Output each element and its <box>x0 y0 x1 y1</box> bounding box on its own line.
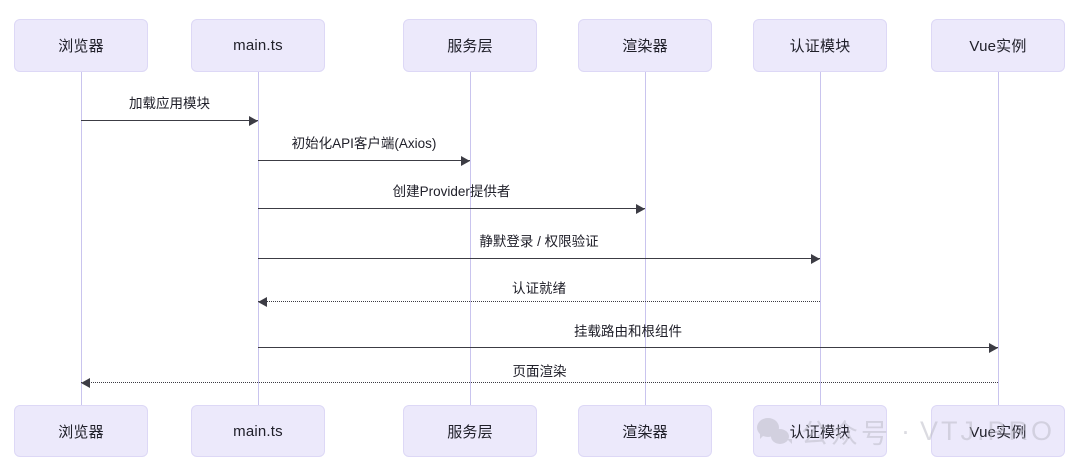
message-label-4: 认证就绪 <box>512 281 566 296</box>
participant-label: 认证模块 <box>789 38 851 55</box>
participant-label: 服务层 <box>447 423 493 441</box>
message-line-2 <box>258 208 645 209</box>
lifeline-service <box>470 72 471 405</box>
message-line-5 <box>258 347 998 348</box>
message-arrowhead-6 <box>81 377 90 388</box>
lifeline-auth <box>820 72 821 405</box>
message-arrowhead-2 <box>636 203 645 214</box>
participant-label: main.ts <box>233 37 283 54</box>
message-line-4 <box>258 301 820 302</box>
message-line-6 <box>81 382 998 383</box>
message-line-0 <box>81 120 258 121</box>
participant-label: Vue实例 <box>969 423 1027 441</box>
participant-footer-vue[interactable]: Vue实例 <box>931 405 1065 457</box>
message-label-2: 创建Provider提供者 <box>392 184 511 199</box>
participant-header-renderer[interactable]: 渲染器 <box>578 19 712 72</box>
message-label-0: 加载应用模块 <box>129 96 210 111</box>
message-arrowhead-4 <box>258 296 267 307</box>
participant-footer-main[interactable]: main.ts <box>191 405 325 457</box>
participant-footer-browser[interactable]: 浏览器 <box>14 405 148 457</box>
participant-footer-service[interactable]: 服务层 <box>403 405 537 457</box>
participant-label: 浏览器 <box>58 38 104 55</box>
message-label-3: 静默登录 / 权限验证 <box>479 234 599 249</box>
message-arrowhead-3 <box>811 253 820 264</box>
participant-footer-renderer[interactable]: 渲染器 <box>578 405 712 457</box>
participant-header-vue[interactable]: Vue实例 <box>931 19 1065 72</box>
participant-header-browser[interactable]: 浏览器 <box>14 19 148 72</box>
lifeline-browser <box>81 72 82 405</box>
participant-label: 认证模块 <box>789 423 851 441</box>
lifeline-main <box>258 72 259 405</box>
participant-header-auth[interactable]: 认证模块 <box>753 19 887 72</box>
participant-label: 浏览器 <box>58 423 104 441</box>
message-line-1 <box>258 160 470 161</box>
participant-label: Vue实例 <box>969 38 1027 55</box>
participant-label: 渲染器 <box>622 423 668 441</box>
message-label-6: 页面渲染 <box>512 364 567 379</box>
message-label-1: 初始化API客户端(Axios) <box>291 136 437 151</box>
message-arrowhead-1 <box>461 155 470 166</box>
participant-header-service[interactable]: 服务层 <box>403 19 537 72</box>
participant-header-main[interactable]: main.ts <box>191 19 325 72</box>
message-line-3 <box>258 258 820 259</box>
lifeline-renderer <box>645 72 646 405</box>
message-label-5: 挂载路由和根组件 <box>574 324 682 339</box>
participant-label: main.ts <box>233 422 283 440</box>
lifeline-vue <box>998 72 999 405</box>
participant-footer-auth[interactable]: 认证模块 <box>753 405 887 457</box>
message-arrowhead-5 <box>989 342 998 353</box>
participant-label: 服务层 <box>447 38 493 55</box>
watermark-separator: · <box>901 416 910 446</box>
participant-label: 渲染器 <box>622 38 668 55</box>
message-arrowhead-0 <box>249 115 258 126</box>
